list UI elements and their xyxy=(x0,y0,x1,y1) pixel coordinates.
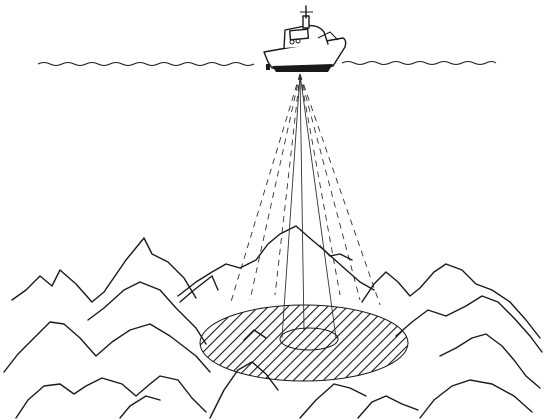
inner-hatched-spot xyxy=(280,328,338,350)
inner-beam-cone xyxy=(282,74,336,338)
transducer xyxy=(266,64,270,70)
ship xyxy=(264,6,346,72)
ship-wheelhouse xyxy=(290,29,309,40)
